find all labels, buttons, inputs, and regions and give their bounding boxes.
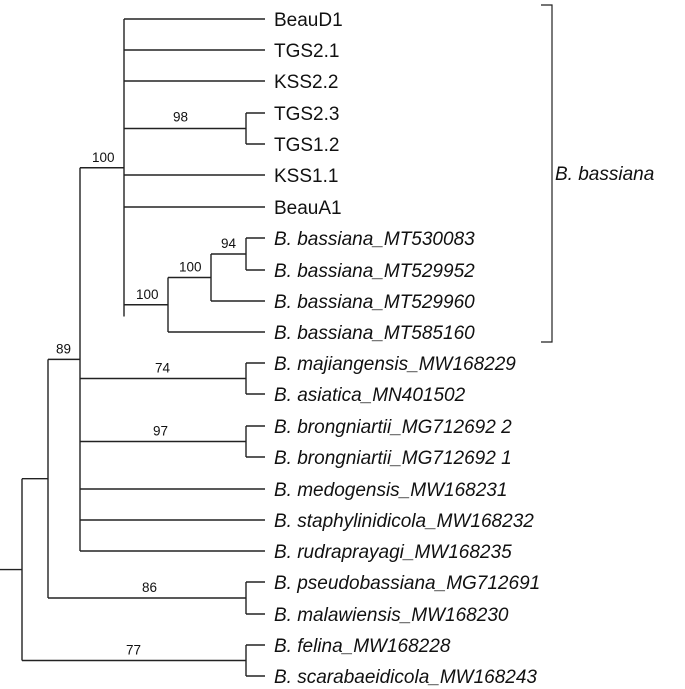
taxon-label: B. bassiana_MT530083	[274, 229, 475, 250]
bootstrap-label: 100	[92, 150, 115, 165]
bootstrap-label: 77	[126, 643, 141, 658]
taxon-label: TGS1.2	[274, 135, 339, 156]
taxon-accession: _MW168232	[424, 511, 534, 532]
taxon-species: B. scarabaeidicola	[274, 667, 429, 688]
taxon-species: B. brongniartii	[274, 417, 392, 438]
bootstrap-label: 74	[155, 361, 171, 376]
taxon-label: B. pseudobassiana_MG712691	[274, 573, 540, 594]
taxon-species: B. bassiana	[274, 292, 373, 313]
taxon-accession: _MW168228	[341, 636, 451, 657]
taxon-accession: _MT530083	[371, 229, 475, 250]
taxon-label: B. staphylinidicola_MW168232	[274, 511, 534, 532]
taxon-accession: _MW168231	[398, 480, 508, 501]
taxon-labels: BeauD1TGS2.1KSS2.2TGS2.3TGS1.2KSS1.1Beau…	[274, 10, 540, 688]
taxon-species: B. asiatica	[274, 385, 362, 406]
taxon-label: B. majiangensis_MW168229	[274, 354, 516, 375]
tree-branches	[0, 18, 265, 677]
taxon-species: B. bassiana	[274, 323, 373, 344]
taxon-label: B. brongniartii_MG712692 1	[274, 448, 512, 469]
taxon-accession: _MW168229	[406, 354, 516, 375]
taxon-species: B. staphylinidicola	[274, 511, 426, 532]
bootstrap-label: 86	[142, 580, 157, 595]
taxon-label: KSS2.2	[274, 72, 338, 93]
bootstrap-label: 98	[173, 110, 188, 125]
taxon-species: B. medogensis	[274, 480, 400, 501]
taxon-accession: _MG712692 2	[389, 417, 512, 438]
taxon-label: B. felina_MW168228	[274, 636, 451, 657]
taxon-accession: _MG712691	[434, 573, 541, 594]
taxon-label: B. scarabaeidicola_MW168243	[274, 667, 537, 688]
taxon-species: B. felina	[274, 636, 343, 657]
taxon-label: B. brongniartii_MG712692 2	[274, 417, 512, 438]
taxon-label: B. asiatica_MN401502	[274, 385, 466, 406]
taxon-accession: _MG712692 1	[389, 448, 511, 469]
taxon-accession: _MT529952	[371, 261, 475, 282]
bootstrap-label: 97	[153, 424, 168, 439]
taxon-label: BeauD1	[274, 10, 343, 31]
taxon-accession: _MT585160	[371, 323, 475, 344]
taxon-species: B. brongniartii	[274, 448, 392, 469]
taxon-label: TGS2.3	[274, 104, 339, 125]
taxon-label: TGS2.1	[274, 41, 339, 62]
taxon-accession: _MW168243	[427, 667, 537, 688]
clade-bracket	[541, 4, 553, 343]
taxon-species: B. pseudobassiana	[274, 573, 436, 594]
bootstrap-label: 94	[221, 236, 237, 251]
bootstrap-values: 98 100 100 94 100 74 97 86 77 89	[56, 110, 237, 658]
taxon-label: B. bassiana_MT529960	[274, 292, 475, 313]
taxon-label: B. rudraprayagi_MW168235	[274, 542, 512, 563]
taxon-label: B. malawiensis_MW168230	[274, 605, 509, 626]
taxon-species: B. majiangensis	[274, 354, 409, 375]
taxon-label: B. medogensis_MW168231	[274, 480, 507, 501]
taxon-species: B. rudraprayagi	[274, 542, 405, 563]
taxon-label: B. bassiana_MT585160	[274, 323, 475, 344]
taxon-species: B. bassiana	[274, 229, 373, 250]
clade-label: B. bassiana	[555, 164, 654, 185]
bootstrap-label: 100	[179, 260, 202, 275]
bootstrap-label: 100	[136, 287, 159, 302]
taxon-species: B. malawiensis	[274, 605, 401, 626]
taxon-label: B. bassiana_MT529952	[274, 261, 475, 282]
taxon-label: KSS1.1	[274, 166, 338, 187]
taxon-accession: _MW168230	[399, 605, 509, 626]
taxon-species: B. bassiana	[274, 261, 373, 282]
taxon-accession: _MT529960	[371, 292, 475, 313]
bootstrap-label: 89	[56, 341, 71, 356]
clade-annotation: B. bassiana	[541, 4, 654, 343]
taxon-accession: _MW168235	[402, 542, 512, 563]
taxon-accession: _MN401502	[360, 385, 466, 406]
taxon-label: BeauA1	[274, 198, 342, 219]
